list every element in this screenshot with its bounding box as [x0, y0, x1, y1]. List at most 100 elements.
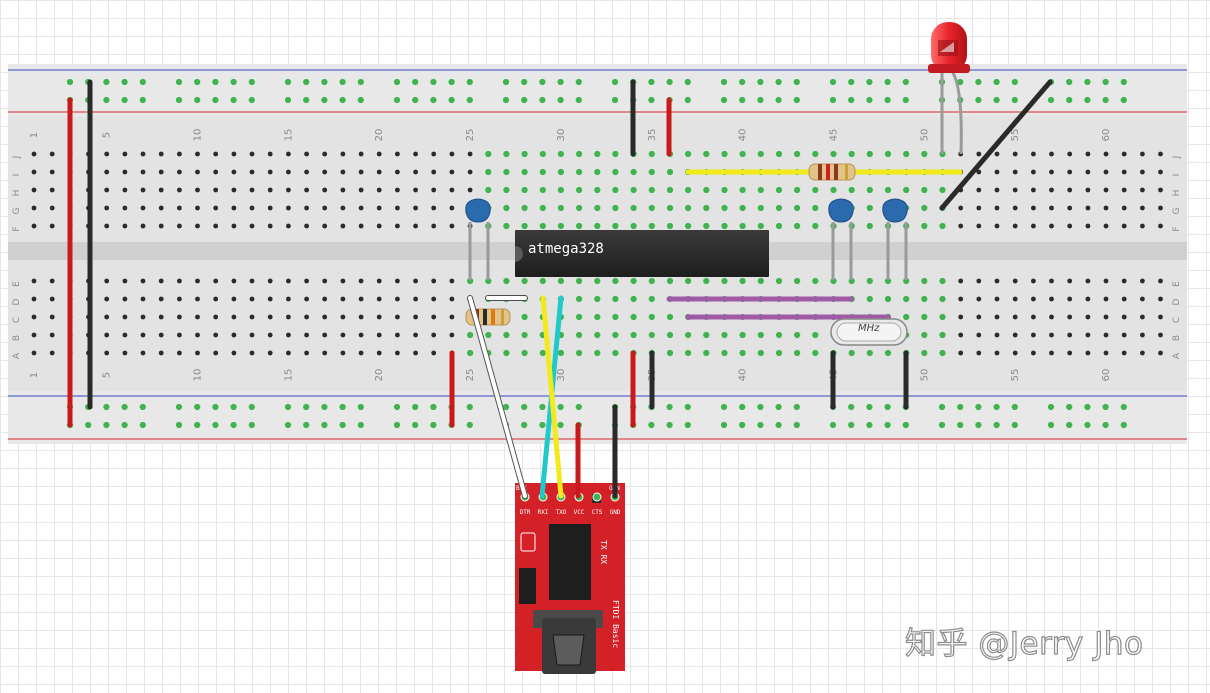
breadboard-hole[interactable]: [1102, 96, 1109, 104]
breadboard-hole[interactable]: [703, 331, 710, 339]
breadboard-hole[interactable]: [104, 151, 110, 157]
breadboard-hole[interactable]: [757, 403, 764, 411]
breadboard-hole[interactable]: [666, 403, 673, 411]
breadboard-hole[interactable]: [1049, 296, 1054, 302]
breadboard-hole[interactable]: [1158, 187, 1163, 193]
breadboard-hole[interactable]: [249, 223, 255, 229]
breadboard-hole[interactable]: [104, 205, 110, 211]
breadboard-hole[interactable]: [612, 349, 619, 357]
breadboard-hole[interactable]: [1158, 278, 1163, 284]
breadboard-hole[interactable]: [1158, 205, 1163, 211]
breadboard-hole[interactable]: [1067, 169, 1073, 175]
breadboard-hole[interactable]: [121, 96, 128, 104]
breadboard-hole[interactable]: [848, 186, 855, 194]
breadboard-hole[interactable]: [958, 205, 964, 211]
breadboard-hole[interactable]: [395, 296, 400, 302]
breadboard-hole[interactable]: [231, 223, 237, 229]
breadboard-hole[interactable]: [1140, 296, 1145, 302]
breadboard-hole[interactable]: [1011, 96, 1018, 104]
breadboard-hole[interactable]: [1067, 296, 1073, 302]
breadboard-hole[interactable]: [303, 96, 310, 104]
breadboard-hole[interactable]: [739, 204, 746, 212]
breadboard-hole[interactable]: [213, 296, 219, 302]
breadboard-hole[interactable]: [358, 332, 364, 338]
breadboard-hole[interactable]: [413, 296, 418, 302]
breadboard-hole[interactable]: [393, 403, 401, 411]
breadboard-hole[interactable]: [830, 150, 837, 158]
breadboard-hole[interactable]: [866, 349, 873, 357]
breadboard-hole[interactable]: [195, 151, 200, 157]
breadboard-hole[interactable]: [503, 186, 510, 194]
breadboard-hole[interactable]: [177, 169, 182, 175]
breadboard-hole[interactable]: [249, 187, 255, 193]
breadboard-hole[interactable]: [104, 278, 110, 284]
breadboard-hole[interactable]: [31, 278, 37, 284]
breadboard-hole[interactable]: [666, 204, 674, 212]
breadboard-hole[interactable]: [793, 78, 800, 86]
breadboard-hole[interactable]: [866, 421, 873, 429]
breadboard-hole[interactable]: [1049, 223, 1054, 229]
breadboard-hole[interactable]: [194, 96, 201, 104]
breadboard-hole[interactable]: [812, 331, 819, 339]
breadboard-hole[interactable]: [103, 96, 110, 104]
breadboard-hole[interactable]: [921, 222, 928, 230]
breadboard-hole[interactable]: [103, 421, 110, 429]
breadboard-hole[interactable]: [684, 403, 691, 411]
breadboard-hole[interactable]: [231, 332, 237, 338]
breadboard-hole[interactable]: [666, 168, 674, 176]
breadboard-hole[interactable]: [139, 96, 146, 104]
breadboard-hole[interactable]: [630, 277, 637, 285]
breadboard-hole[interactable]: [322, 151, 328, 157]
breadboard-hole[interactable]: [284, 96, 292, 104]
breadboard-hole[interactable]: [449, 151, 455, 157]
breadboard-hole[interactable]: [775, 349, 783, 357]
breadboard-hole[interactable]: [939, 295, 946, 303]
breadboard-hole[interactable]: [376, 332, 382, 338]
breadboard-hole[interactable]: [449, 332, 455, 338]
breadboard-hole[interactable]: [557, 277, 565, 285]
breadboard-hole[interactable]: [104, 350, 110, 356]
breadboard-hole[interactable]: [884, 277, 892, 285]
breadboard-hole[interactable]: [903, 186, 910, 194]
breadboard-hole[interactable]: [594, 295, 601, 303]
breadboard-hole[interactable]: [321, 78, 328, 86]
breadboard-hole[interactable]: [140, 278, 146, 284]
breadboard-hole[interactable]: [158, 332, 164, 338]
breadboard-hole[interactable]: [884, 421, 891, 429]
breadboard-hole[interactable]: [122, 350, 128, 356]
breadboard-hole[interactable]: [1085, 205, 1091, 211]
breadboard-hole[interactable]: [49, 151, 55, 157]
breadboard-hole[interactable]: [575, 78, 582, 86]
breadboard-hole[interactable]: [994, 314, 1000, 320]
breadboard-hole[interactable]: [1049, 332, 1054, 338]
breadboard-hole[interactable]: [340, 187, 346, 193]
breadboard-hole[interactable]: [49, 296, 55, 302]
breadboard-hole[interactable]: [449, 296, 455, 302]
breadboard-hole[interactable]: [666, 186, 674, 194]
breadboard-hole[interactable]: [994, 187, 1000, 193]
breadboard-hole[interactable]: [449, 314, 455, 320]
breadboard-hole[interactable]: [993, 78, 1000, 86]
breadboard-hole[interactable]: [757, 96, 764, 104]
breadboard-hole[interactable]: [231, 169, 237, 175]
breadboard-hole[interactable]: [322, 223, 328, 229]
breadboard-hole[interactable]: [286, 151, 291, 157]
breadboard-hole[interactable]: [1103, 296, 1109, 302]
breadboard-hole[interactable]: [230, 78, 237, 86]
breadboard-hole[interactable]: [431, 151, 437, 157]
breadboard-hole[interactable]: [848, 150, 855, 158]
breadboard-hole[interactable]: [1031, 278, 1036, 284]
breadboard-hole[interactable]: [485, 150, 492, 158]
breadboard-hole[interactable]: [49, 169, 55, 175]
breadboard-hole[interactable]: [1067, 278, 1073, 284]
breadboard-hole[interactable]: [1012, 296, 1018, 302]
breadboard-hole[interactable]: [612, 331, 619, 339]
breadboard-hole[interactable]: [1084, 421, 1091, 429]
breadboard-hole[interactable]: [1031, 187, 1036, 193]
breadboard-hole[interactable]: [213, 350, 219, 356]
breadboard-hole[interactable]: [630, 313, 637, 321]
breadboard-hole[interactable]: [757, 186, 764, 194]
breadboard-hole[interactable]: [231, 278, 237, 284]
breadboard-hole[interactable]: [1011, 403, 1018, 411]
breadboard-hole[interactable]: [431, 278, 437, 284]
